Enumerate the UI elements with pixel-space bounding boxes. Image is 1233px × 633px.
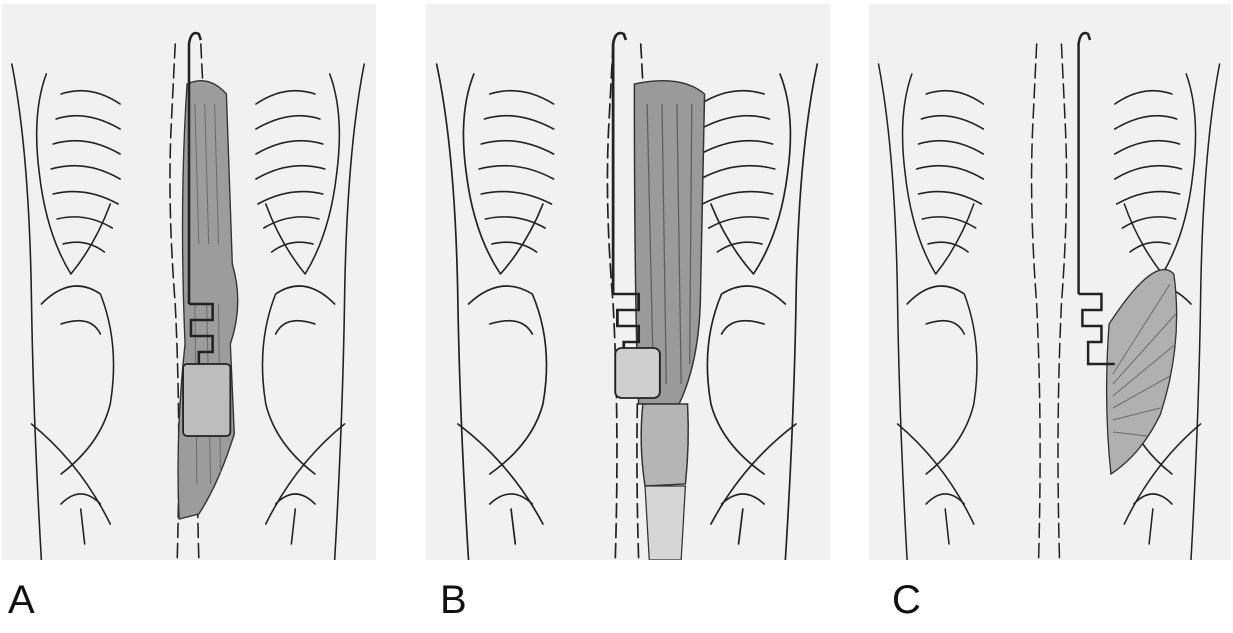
panel-a-illustration xyxy=(2,4,376,560)
panel-b-illustration xyxy=(426,4,830,560)
panel-c-label: C xyxy=(892,580,921,620)
panel-b-label: B xyxy=(440,580,467,620)
panel-c-illustration xyxy=(869,4,1231,560)
panel-a-label: A xyxy=(8,580,35,620)
